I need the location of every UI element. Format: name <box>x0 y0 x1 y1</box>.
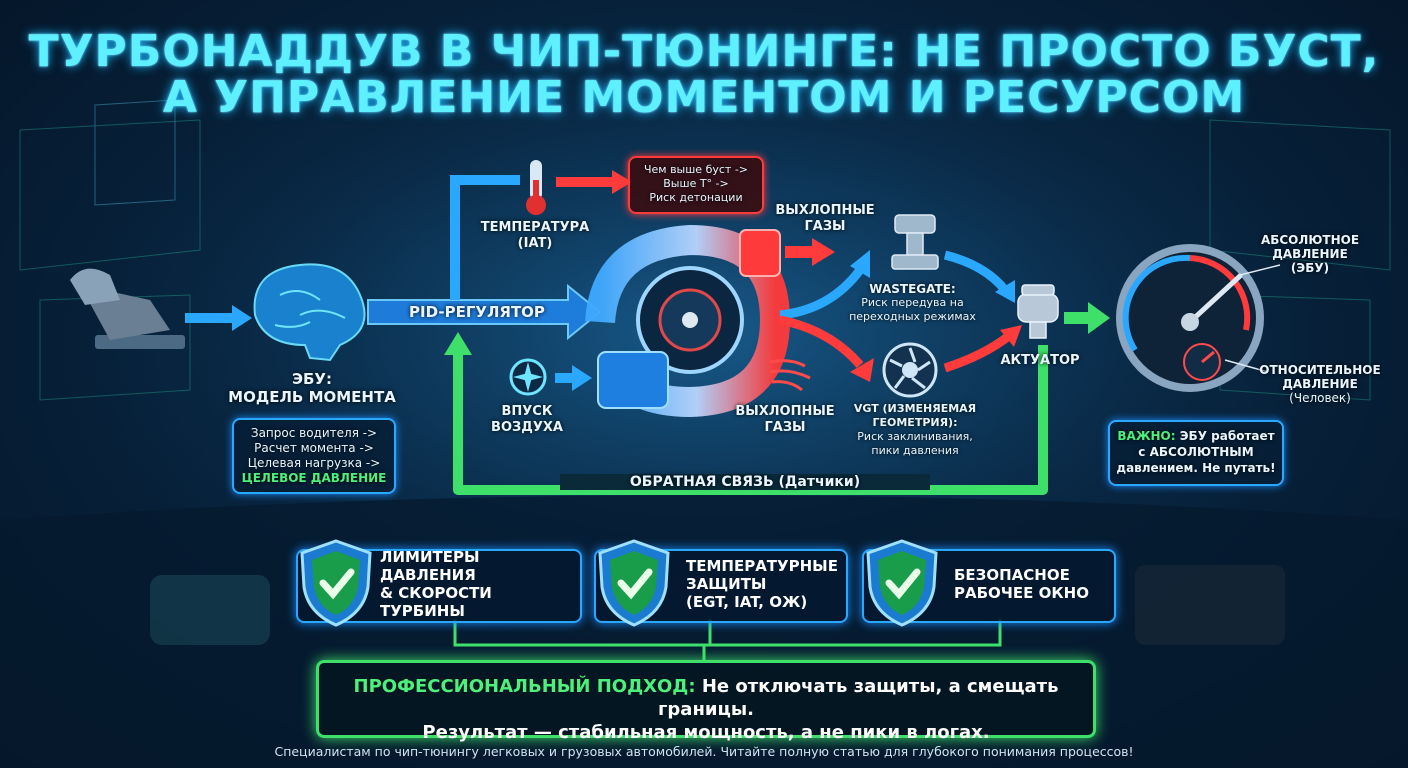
protection-card-limiters: ЛИМИТЕРЫ ДАВЛЕНИЯ & СКОРОСТИ ТУРБИНЫ <box>296 539 582 627</box>
exhaust-top-label: ВЫХЛОПНЫЕ ГАЗЫ <box>770 203 880 235</box>
ecu-step-2: Расчет момента -> <box>254 441 374 455</box>
thermometer-icon <box>526 160 546 215</box>
protection-card-limiters-text: ЛИМИТЕРЫ ДАВЛЕНИЯ & СКОРОСТИ ТУРБИНЫ <box>380 548 580 620</box>
temperature-label: ТЕМПЕРАТУРА (IAT) <box>470 220 600 252</box>
protection-3-line1: БЕЗОПАСНОЕ <box>954 566 1070 584</box>
air-intake-label: ВПУСК ВОЗДУХА <box>482 404 572 436</box>
relative-pressure-label: ОТНОСИТЕЛЬНОЕ ДАВЛЕНИЕ (Человек) <box>1255 363 1385 405</box>
exhaust-bottom-line2: ГАЗЫ <box>764 420 806 435</box>
protection-3-line2: РАБОЧЕЕ ОКНО <box>954 584 1089 602</box>
wastegate-valve-icon <box>891 214 939 270</box>
vgt-line4: пики давления <box>871 444 959 457</box>
absolute-pressure-label: АБСОЛЮТНОЕ ДАВЛЕНИЕ (ЭБУ) <box>1250 233 1370 275</box>
vgt-line1: VGT (ИЗМЕНЯЕМАЯ <box>853 402 977 415</box>
wastegate-label: WASTEGATE: Риск передува на переходных р… <box>835 282 990 324</box>
shield-check-icon <box>598 539 670 627</box>
ecu-step-1: Запрос водителя -> <box>250 426 378 440</box>
absolute-pressure-line3: (ЭБУ) <box>1290 261 1330 275</box>
important-line1: ЭБУ работает <box>1179 429 1275 443</box>
detonation-warning-line2: Выше T° -> <box>663 177 729 190</box>
ecu-label: ЭБУ: МОДЕЛЬ МОМЕНТА <box>212 370 412 406</box>
absolute-pressure-line1: АБСОЛЮТНОЕ <box>1260 233 1360 247</box>
vgt-label: VGT (ИЗМЕНЯЕМАЯ ГЕОМЕТРИЯ): Риск заклини… <box>840 402 990 458</box>
vgt-turbine-icon <box>882 342 938 398</box>
feedback-label: ОБРАТНАЯ СВЯЗЬ (Датчики) <box>560 474 930 490</box>
ecu-label-line1: ЭБУ: <box>291 370 332 388</box>
vgt-line3: Риск заклинивания, <box>857 430 973 443</box>
protection-2-line3: (EGT, IAT, ОЖ) <box>686 593 808 611</box>
footer-text: Специалистам по чип-тюнингу легковых и г… <box>274 744 1134 759</box>
protection-card-temperature-text: ТЕМПЕРАТУРНЫЕ ЗАЩИТЫ (EGT, IAT, ОЖ) <box>686 551 838 617</box>
vgt-line2: ГЕОМЕТРИЯ): <box>872 416 958 429</box>
temperature-line1: ТЕМПЕРАТУРА <box>480 220 590 235</box>
protection-card-temperature: ТЕМПЕРАТУРНЫЕ ЗАЩИТЫ (EGT, IAT, ОЖ) <box>594 539 848 627</box>
protection-2-line1: ТЕМПЕРАТУРНЫЕ <box>686 557 838 575</box>
detonation-warning-line1: Чем выше буст -> <box>643 163 749 176</box>
professional-approach-text: ПРОФЕССИОНАЛЬНЫЙ ПОДХОД: Не отключать за… <box>319 675 1093 744</box>
ecu-label-line2: МОДЕЛЬ МОМЕНТА <box>228 388 396 406</box>
pressure-gauge-icon <box>1116 244 1264 392</box>
ecu-target-pressure: ЦЕЛЕВОЕ ДАВЛЕНИЕ <box>241 471 387 485</box>
protection-1-line1: ЛИМИТЕРЫ ДАВЛЕНИЯ <box>380 548 480 584</box>
professional-approach-box: ПРОФЕССИОНАЛЬНЫЙ ПОДХОД: Не отключать за… <box>316 660 1096 743</box>
page-title-line1: ТУРБОНАДДУВ В ЧИП-ТЮНИНГЕ: НЕ ПРОСТО БУС… <box>28 26 1380 77</box>
protection-card-safe-window: БЕЗОПАСНОЕ РАБОЧЕЕ ОКНО <box>862 539 1116 627</box>
protection-card-safe-window-text: БЕЗОПАСНОЕ РАБОЧЕЕ ОКНО <box>954 551 1089 617</box>
approach-highlight: ПРОФЕССИОНАЛЬНЫЙ ПОДХОД: <box>353 676 696 697</box>
relative-pressure-line1: ОТНОСИТЕЛЬНОЕ <box>1259 363 1381 377</box>
ecu-step-3: Целевая нагрузка -> <box>247 456 381 470</box>
protection-1-line2: & СКОРОСТИ ТУРБИНЫ <box>380 584 492 620</box>
temperature-line2: (IAT) <box>517 236 553 251</box>
actuator-icon <box>1017 284 1059 339</box>
shield-check-icon <box>300 539 372 627</box>
air-intake-line2: ВОЗДУХА <box>491 420 563 435</box>
exhaust-bottom-line1: ВЫХЛОПНЫЕ <box>735 404 835 419</box>
approach-line2: Результат — стабильная мощность, а не пи… <box>422 722 990 743</box>
approach-line1: Не отключать защиты, а смещать границы. <box>658 676 1059 720</box>
important-prefix: ВАЖНО: <box>1117 429 1176 443</box>
exhaust-bottom-label: ВЫХЛОПНЫЕ ГАЗЫ <box>730 404 840 436</box>
wastegate-line1: Риск передува на <box>861 296 964 309</box>
relative-pressure-line3: (Человек) <box>1289 391 1351 405</box>
actuator-label: АКТУАТОР <box>1000 353 1080 368</box>
air-intake-line1: ВПУСК <box>501 404 553 419</box>
exhaust-top-line1: ВЫХЛОПНЫЕ <box>775 203 875 218</box>
brain-icon <box>253 263 366 362</box>
protection-2-line2: ЗАЩИТЫ <box>686 575 767 593</box>
pedal-icon <box>70 268 185 349</box>
relative-pressure-line2: ДАВЛЕНИЕ <box>1282 377 1358 391</box>
page-title-line2: А УПРАВЛЕНИЕ МОМЕНТОМ И РЕСУРСОМ <box>162 72 1246 123</box>
important-line3: давлением. Не путать! <box>1116 461 1276 475</box>
fan-icon <box>509 358 547 396</box>
important-line2: с АБСОЛЮТНЫМ <box>1138 445 1254 459</box>
ecu-steps: Запрос водителя -> Расчет момента -> Цел… <box>234 426 394 486</box>
detonation-warning-line3: Риск детонации <box>649 191 743 204</box>
absolute-pressure-line2: ДАВЛЕНИЕ <box>1272 247 1348 261</box>
pid-controller-label: PID-РЕГУЛЯТОР <box>409 303 545 321</box>
exhaust-top-line2: ГАЗЫ <box>804 219 846 234</box>
important-note-text: ВАЖНО: ЭБУ работает с АБСОЛЮТНЫМ давлени… <box>1110 428 1282 476</box>
ecu-steps-box: Запрос водителя -> Расчет момента -> Цел… <box>232 418 396 494</box>
detonation-warning-box: Чем выше буст -> Выше T° -> Риск детонац… <box>628 156 764 214</box>
important-note-box: ВАЖНО: ЭБУ работает с АБСОЛЮТНЫМ давлени… <box>1108 420 1284 486</box>
wastegate-line2: переходных режимах <box>849 310 976 323</box>
detonation-warning-text: Чем выше буст -> Выше T° -> Риск детонац… <box>630 163 762 205</box>
shield-check-icon <box>866 539 938 627</box>
hud-panel-left <box>19 99 201 401</box>
turbo-icon <box>585 224 791 418</box>
wastegate-title: WASTEGATE: <box>869 282 956 296</box>
